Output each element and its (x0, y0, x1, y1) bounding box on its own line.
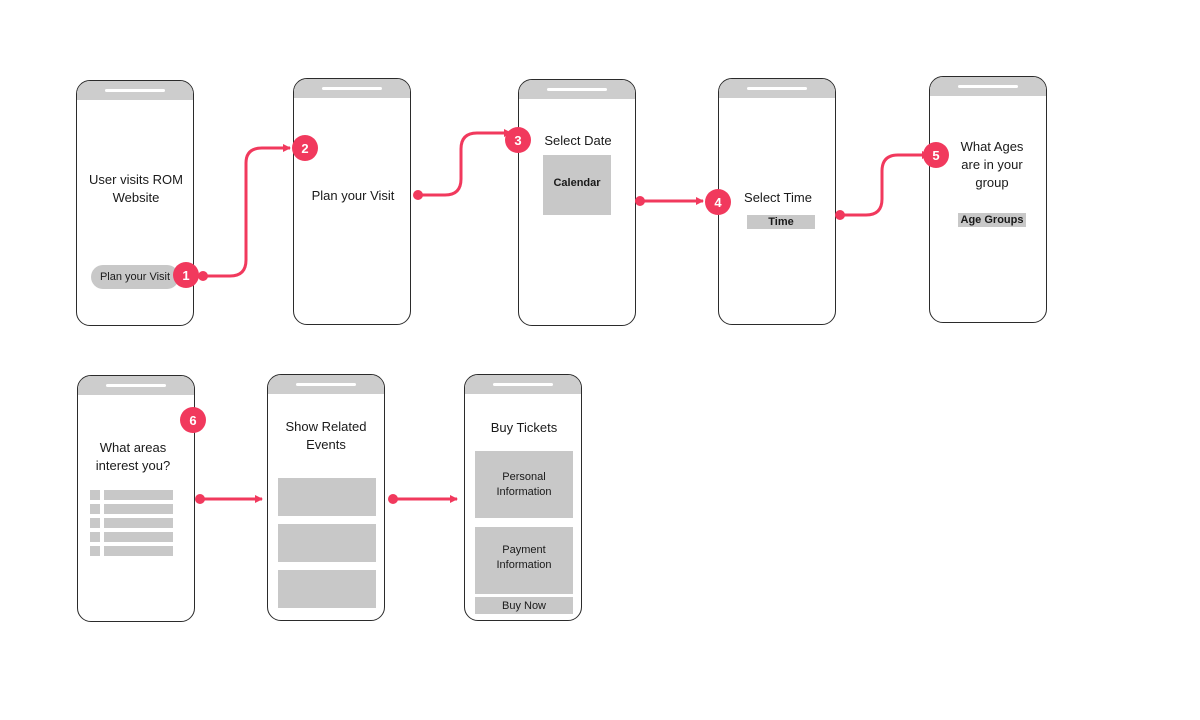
connector-1-2 (203, 144, 291, 278)
phone-status-bar (78, 376, 194, 395)
interest-option[interactable] (104, 504, 173, 514)
interest-option[interactable] (104, 546, 173, 556)
screen-visit-website: User visits ROM Website Plan your Visit (76, 80, 194, 326)
interest-option[interactable] (104, 490, 173, 500)
phone-status-bar (519, 80, 635, 99)
step-badge-4 (705, 189, 731, 215)
step-badge-3 (505, 127, 531, 153)
screen-title: What Ages are in your group (960, 139, 1024, 190)
step-badge-1 (173, 262, 199, 288)
screen-select-time: Select Time Time (718, 78, 836, 325)
connector-dot (635, 196, 645, 206)
interest-checkbox[interactable] (90, 490, 100, 500)
step-number-2: 2 (301, 141, 308, 156)
step-number-4: 4 (714, 195, 722, 210)
connector-dot (198, 271, 208, 281)
speaker-slot (105, 89, 165, 92)
step-badge-5 (923, 142, 949, 168)
event-card[interactable] (278, 570, 376, 608)
phone-status-bar (294, 79, 410, 98)
connector-4-5 (840, 151, 930, 217)
interest-checkbox[interactable] (90, 546, 100, 556)
phone-status-bar (719, 79, 835, 98)
personal-info-form[interactable] (475, 451, 573, 518)
time-placeholder[interactable] (747, 215, 815, 229)
screen-title: What areas interest you? (95, 440, 171, 473)
connector-2-3 (418, 129, 512, 197)
age-groups-label: Age Groups (960, 214, 1024, 226)
buy-now-label: Buy Now (501, 600, 547, 612)
phone-status-bar (77, 81, 193, 100)
screen-title: Plan your Visit (311, 188, 395, 203)
interest-option[interactable] (104, 532, 173, 542)
screen-buy-tickets: Buy Tickets Personal Information Payment… (464, 374, 582, 621)
step-number-1: 1 (182, 268, 189, 283)
screen-title: Select Time (744, 190, 812, 205)
calendar-placeholder[interactable] (543, 155, 611, 215)
screen-plan-visit: Plan your Visit (293, 78, 411, 325)
phone-status-bar (930, 77, 1046, 96)
screen-age-groups: What Ages are in your group Age Groups (929, 76, 1047, 323)
interest-option[interactable] (104, 518, 173, 528)
speaker-slot (958, 85, 1018, 88)
step-badges: 1 2 3 4 5 6 (173, 127, 949, 433)
event-card[interactable] (278, 478, 376, 516)
step-number-6: 6 (189, 413, 196, 428)
event-card[interactable] (278, 524, 376, 562)
phone-status-bar (268, 375, 384, 394)
connector-dot (835, 210, 845, 220)
speaker-slot (493, 383, 553, 386)
time-label: Time (768, 216, 794, 228)
payment-info-label: Payment Information (496, 544, 552, 571)
speaker-slot (547, 88, 607, 91)
step-badge-6 (180, 407, 206, 433)
screen-title: User visits ROM Website (89, 172, 183, 205)
speaker-slot (747, 87, 807, 90)
screen-areas-interest: What areas interest you? (77, 375, 195, 622)
age-groups-placeholder[interactable] (958, 213, 1026, 227)
screen-title: Show Related Events (285, 419, 367, 452)
calendar-label: Calendar (553, 177, 601, 189)
speaker-slot (106, 384, 166, 387)
interest-checkbox[interactable] (90, 532, 100, 542)
personal-info-label: Personal Information (496, 471, 552, 498)
connector-dot (413, 190, 423, 200)
connector-dot (195, 494, 205, 504)
screen-title: Select Date (544, 133, 612, 148)
interest-checkbox[interactable] (90, 504, 100, 514)
screen-related-events: Show Related Events (267, 374, 385, 621)
phone-status-bar (465, 375, 581, 394)
payment-info-form[interactable] (475, 527, 573, 594)
speaker-slot (322, 87, 382, 90)
step-number-5: 5 (932, 148, 939, 163)
screen-select-date: Select Date Calendar (518, 79, 636, 326)
plan-visit-button[interactable]: Plan your Visit (91, 265, 179, 289)
connector-dot (388, 494, 398, 504)
speaker-slot (296, 383, 356, 386)
buy-now-button[interactable] (475, 597, 573, 614)
interest-checkbox[interactable] (90, 518, 100, 528)
step-number-3: 3 (514, 133, 521, 148)
screen-title: Buy Tickets (490, 420, 558, 435)
step-badge-2 (292, 135, 318, 161)
